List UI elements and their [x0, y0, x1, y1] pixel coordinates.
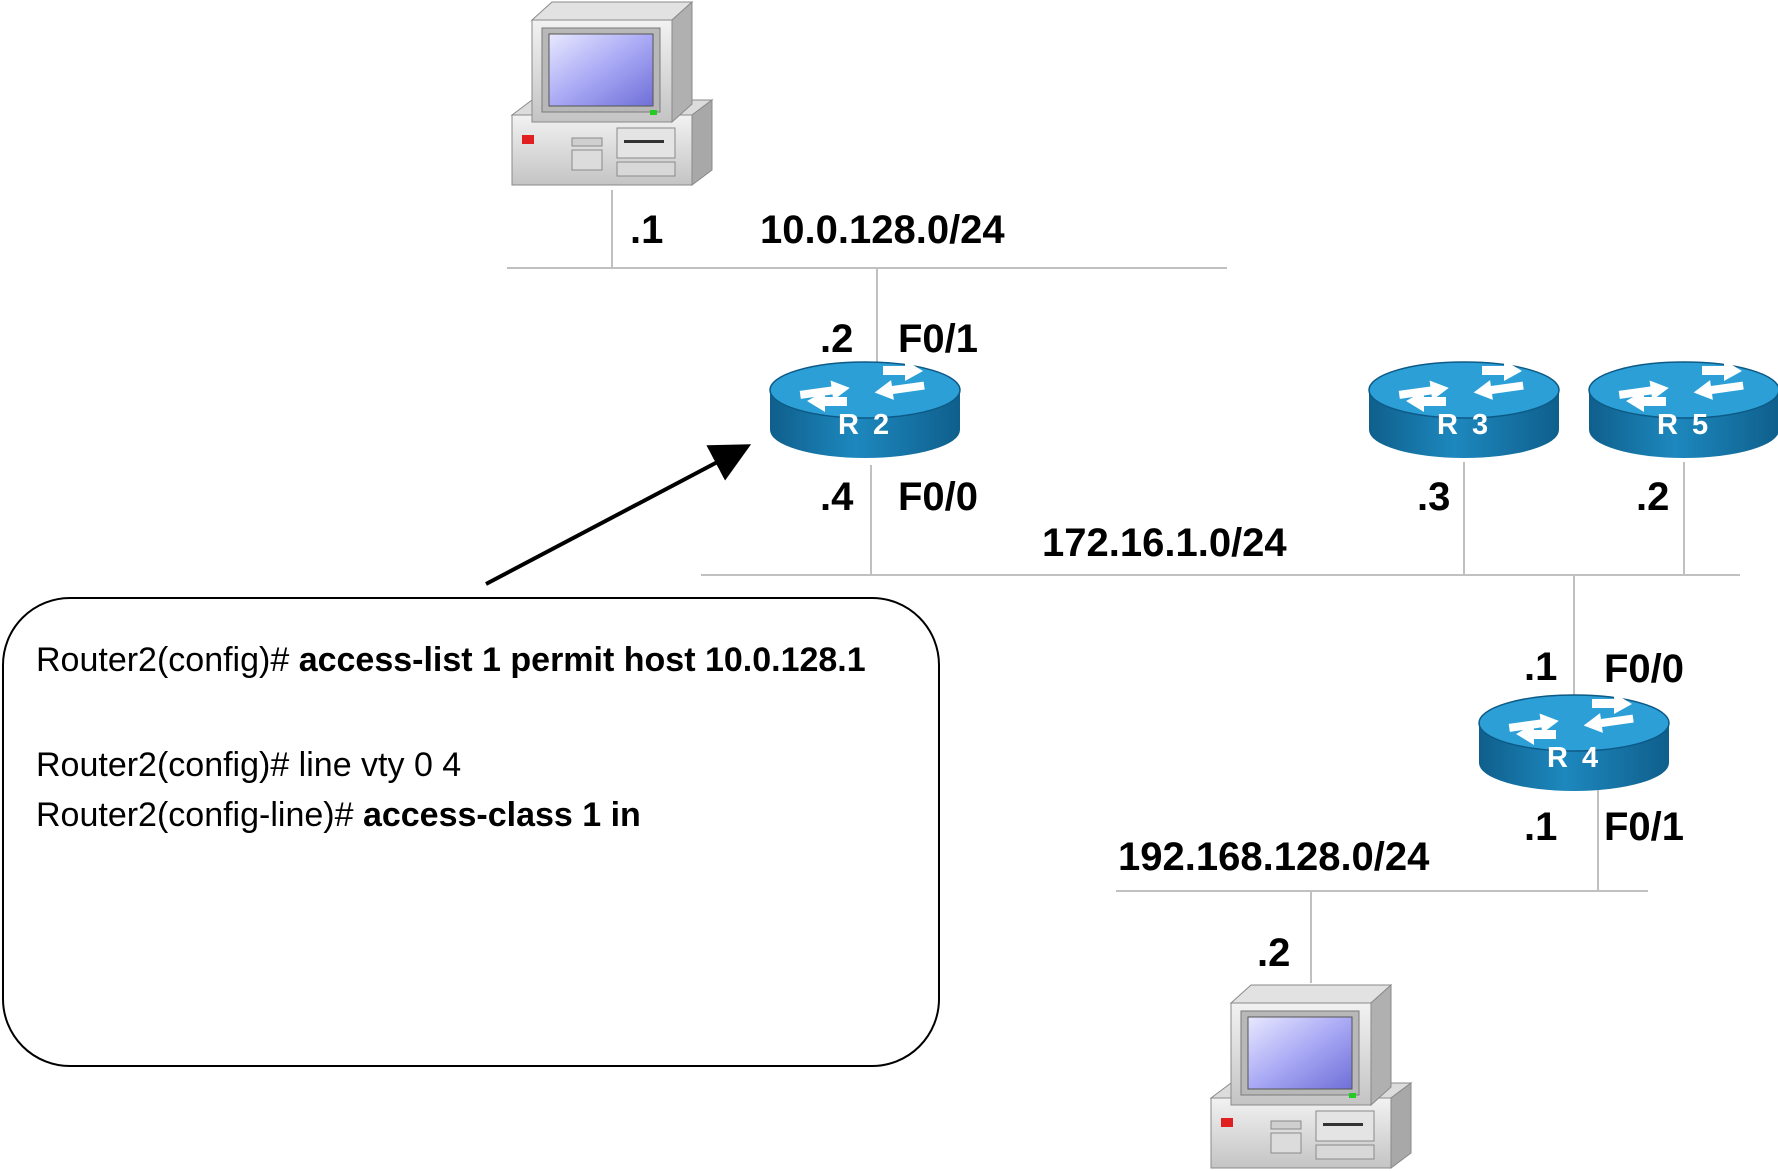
r4-top-interface: F0/0 [1604, 647, 1684, 691]
r2-top-ip: .2 [820, 317, 853, 361]
router-r4: R 4 [1478, 692, 1670, 792]
router-r4-label: R 4 [1547, 742, 1601, 774]
config-line-3: Router2(config-line)# access-class 1 in [36, 796, 641, 835]
r2-top-interface: F0/1 [898, 317, 978, 361]
network-172-label: 172.16.1.0/24 [1042, 521, 1287, 565]
config-line-1-prompt: Router2(config)# [36, 641, 299, 679]
r3-ip: .3 [1417, 475, 1450, 519]
config-line-2: Router2(config)# line vty 0 4 [36, 746, 461, 785]
config-line-1-command: access-list 1 permit host 10.0.128.1 [298, 641, 866, 679]
r4-bottom-ip: .1 [1524, 805, 1557, 849]
router-r5: R 5 [1588, 359, 1778, 459]
router-r3: R 3 [1368, 359, 1560, 459]
r4-bottom-interface: F0/1 [1604, 805, 1684, 849]
router-r2-label: R 2 [838, 409, 892, 441]
bottom-pc-icon [1210, 984, 1412, 1169]
network-10-label: 10.0.128.0/24 [760, 208, 1005, 252]
config-line-3-command: access-class 1 in [362, 796, 641, 834]
r2-bottom-ip: .4 [820, 475, 854, 519]
router-r2: R 2 [769, 359, 961, 459]
r2-bottom-interface: F0/0 [898, 475, 978, 519]
top-pc-ip: .1 [630, 208, 663, 252]
router-r5-label: R 5 [1657, 409, 1711, 441]
router-r3-label: R 3 [1437, 409, 1491, 441]
top-pc-icon [511, 1, 713, 186]
bottom-pc-ip: .2 [1257, 931, 1290, 975]
config-line-2-prompt: Router2(config)# line vty 0 4 [36, 746, 462, 784]
r4-top-ip: .1 [1524, 645, 1557, 689]
config-callout: Router2(config)# access-list 1 permit ho… [2, 597, 940, 1067]
config-line-1: Router2(config)# access-list 1 permit ho… [36, 641, 866, 680]
r5-ip: .2 [1636, 475, 1669, 519]
config-line-3-prompt: Router2(config-line)# [36, 796, 363, 834]
network-192-label: 192.168.128.0/24 [1118, 835, 1430, 879]
pointer-arrow [485, 444, 752, 586]
